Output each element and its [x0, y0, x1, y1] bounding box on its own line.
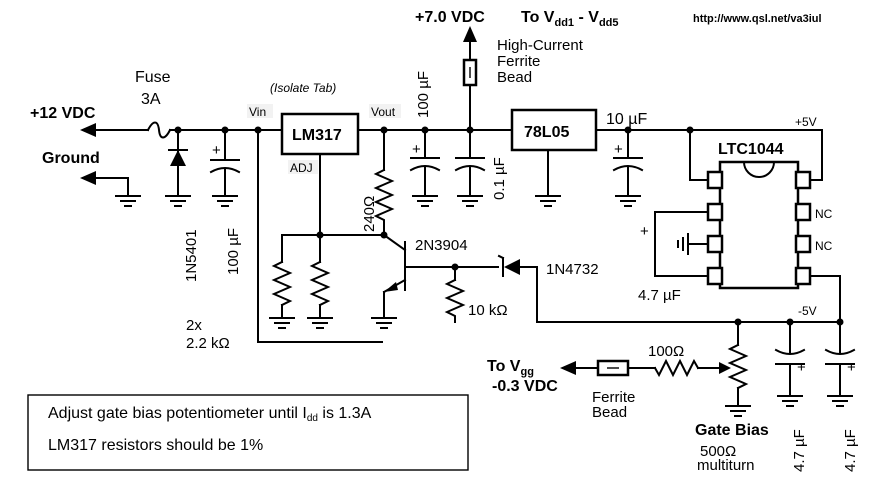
- lm317-box: [280, 112, 360, 156]
- note-line-2: LM317 resistors should be 1%: [48, 437, 263, 454]
- resistor-2k2-b-icon: [309, 260, 331, 307]
- c47a-label: 4.7 µF: [791, 429, 808, 472]
- capacitor-icon: [209, 159, 241, 174]
- vdd-main: +7.0 VDC: [415, 9, 485, 26]
- potentiometer-icon: [727, 343, 749, 390]
- vin-label: Vin: [249, 105, 266, 119]
- ground-icon: [371, 317, 397, 329]
- cout1-label: 100 µF: [415, 71, 432, 118]
- fuse-icon: [146, 121, 172, 139]
- ltc1044-chip: [706, 160, 812, 290]
- vgg-value: -0.3 VDC: [492, 378, 558, 395]
- junction-dots: [174, 126, 844, 326]
- c47b-label: 4.7 µF: [842, 429, 859, 472]
- diode-1n5401-label: 1N5401: [183, 229, 200, 282]
- ground-icon: [307, 317, 333, 329]
- r22k-count: 2x: [186, 317, 202, 334]
- minus5-label: -5V: [798, 304, 817, 318]
- note-line-1: Adjust gate bias potentiometer until Idd…: [48, 405, 372, 424]
- plus-sign: +: [212, 142, 221, 159]
- nc-label-2: NC: [815, 239, 833, 253]
- capacitor-icon: [774, 348, 806, 365]
- capacitor-icon: [824, 348, 856, 365]
- q1-label: 2N3904: [415, 237, 468, 254]
- fuse-label: Fuse: [135, 69, 171, 86]
- ground-icon: [412, 195, 438, 207]
- gate-bias-label: Gate Bias: [695, 422, 769, 439]
- diode-1n5401-icon: [168, 149, 188, 166]
- ground-icon: [457, 195, 483, 207]
- hc-bead-l3: Bead: [497, 69, 532, 86]
- vout-bg: [369, 104, 401, 118]
- ground-icon: [615, 195, 641, 207]
- cout2-label: 0.1 µF: [491, 157, 508, 200]
- zener-label: 1N4732: [546, 261, 599, 278]
- bead2-l2: Bead: [592, 404, 627, 421]
- plus12-arrow-icon: [80, 123, 96, 137]
- source-url: http://www.qsl.net/va3iul: [693, 13, 822, 25]
- resistor-10k-icon: [444, 278, 466, 319]
- lm317-label: LM317: [292, 127, 342, 144]
- hc-bead-l1: High-Current: [497, 37, 584, 54]
- ground-icon: [677, 233, 689, 255]
- ground-label: Ground: [42, 150, 100, 167]
- resistor-100-icon: [653, 358, 700, 378]
- cin-label: 100 µF: [225, 228, 242, 275]
- plus-sign: +: [797, 359, 806, 376]
- fuse-rating: 3A: [141, 91, 161, 108]
- resistor-240-icon: [373, 168, 395, 226]
- vdd-target: To Vdd1 - Vdd5: [521, 9, 619, 29]
- ground-arrow-icon: [80, 171, 96, 185]
- ground-icon: [777, 395, 803, 407]
- plus-sign: +: [640, 223, 649, 240]
- plus-sign: +: [412, 141, 421, 158]
- adj-label: ADJ: [290, 161, 313, 175]
- transistor-arrow-icon: [384, 282, 398, 292]
- zener-1n4732-icon: [497, 254, 520, 277]
- plus12-label: +12 VDC: [30, 105, 96, 122]
- isolate-tab-label: (Isolate Tab): [270, 81, 336, 95]
- wiper-arrow-icon: [719, 362, 731, 374]
- capacitor-icon: [612, 157, 644, 172]
- hc-bead-l2: Ferrite: [497, 53, 540, 70]
- vout-label: Vout: [371, 105, 396, 119]
- c10-label: 10 µF: [606, 111, 647, 128]
- ground-icon: [827, 395, 853, 407]
- vdd-arrow-icon: [463, 26, 477, 42]
- vgg-target: To Vgg: [487, 358, 534, 378]
- ground-icon: [725, 405, 751, 417]
- pot-label: 500Ω: [700, 443, 736, 460]
- pot-type-label: multiturn: [697, 457, 755, 474]
- vgg-arrow-icon: [560, 361, 576, 375]
- ground-icon: [269, 317, 295, 329]
- adj-bg: [288, 160, 318, 174]
- c-ltc-label: 4.7 µF: [638, 287, 681, 304]
- vin-bg: [247, 104, 273, 118]
- 78l05-label: 78L05: [524, 124, 569, 141]
- resistor-2k2-a-icon: [271, 260, 293, 307]
- plus-sign: +: [614, 141, 623, 158]
- notes-box: [27, 394, 469, 471]
- ltc1044-label: LTC1044: [718, 141, 784, 158]
- ground-icon: [115, 195, 141, 207]
- ground-symbols: [115, 195, 853, 417]
- ground-icon: [535, 195, 561, 207]
- capacitor-icon: [454, 157, 486, 172]
- r240-label: 240Ω: [361, 196, 378, 232]
- plus5-label: +5V: [795, 115, 817, 129]
- 78l05-box: [510, 108, 598, 152]
- nc-label-1: NC: [815, 207, 833, 221]
- r22k-label: 2.2 kΩ: [186, 335, 230, 352]
- r10k-label: 10 kΩ: [468, 302, 508, 319]
- plus-sign: +: [847, 359, 856, 376]
- capacitor-icon: [409, 157, 441, 172]
- ground-icon: [165, 195, 191, 207]
- arrows: [80, 26, 576, 375]
- r100-label: 100Ω: [648, 343, 684, 360]
- bead2-l1: Ferrite: [592, 389, 635, 406]
- ground-icon: [212, 195, 238, 207]
